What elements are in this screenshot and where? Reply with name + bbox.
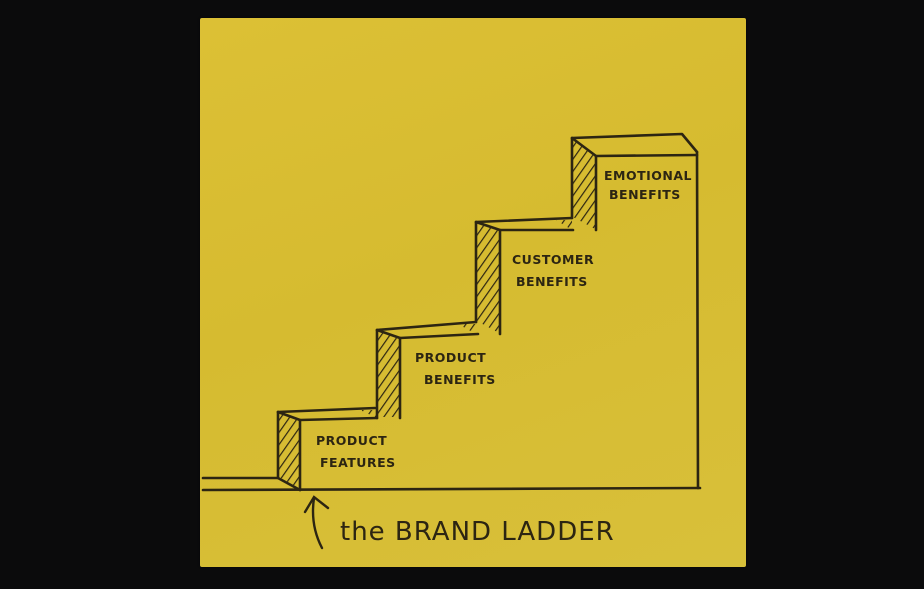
step-1: PRODUCT FEATURES xyxy=(316,433,396,470)
step-3-line2: BENEFITS xyxy=(516,274,588,289)
step-2-line2: BENEFITS xyxy=(424,372,496,387)
step-1-line1: PRODUCT xyxy=(316,433,387,448)
up-arrow-icon xyxy=(303,495,330,550)
step-3-line1: CUSTOMER xyxy=(512,252,594,267)
step-4-line2: BENEFITS xyxy=(609,187,681,202)
step-4: EMOTIONAL BENEFITS xyxy=(604,168,692,202)
diagram-title: the BRAND LADDER xyxy=(340,517,615,547)
staircase-outline xyxy=(201,132,702,492)
step-1-line2: FEATURES xyxy=(320,455,396,470)
step-3: CUSTOMER BENEFITS xyxy=(512,252,594,289)
hatched-sides xyxy=(279,139,595,488)
step-4-line1: EMOTIONAL xyxy=(604,168,692,183)
step-2-line1: PRODUCT xyxy=(415,350,486,365)
step-2: PRODUCT BENEFITS xyxy=(415,350,496,387)
